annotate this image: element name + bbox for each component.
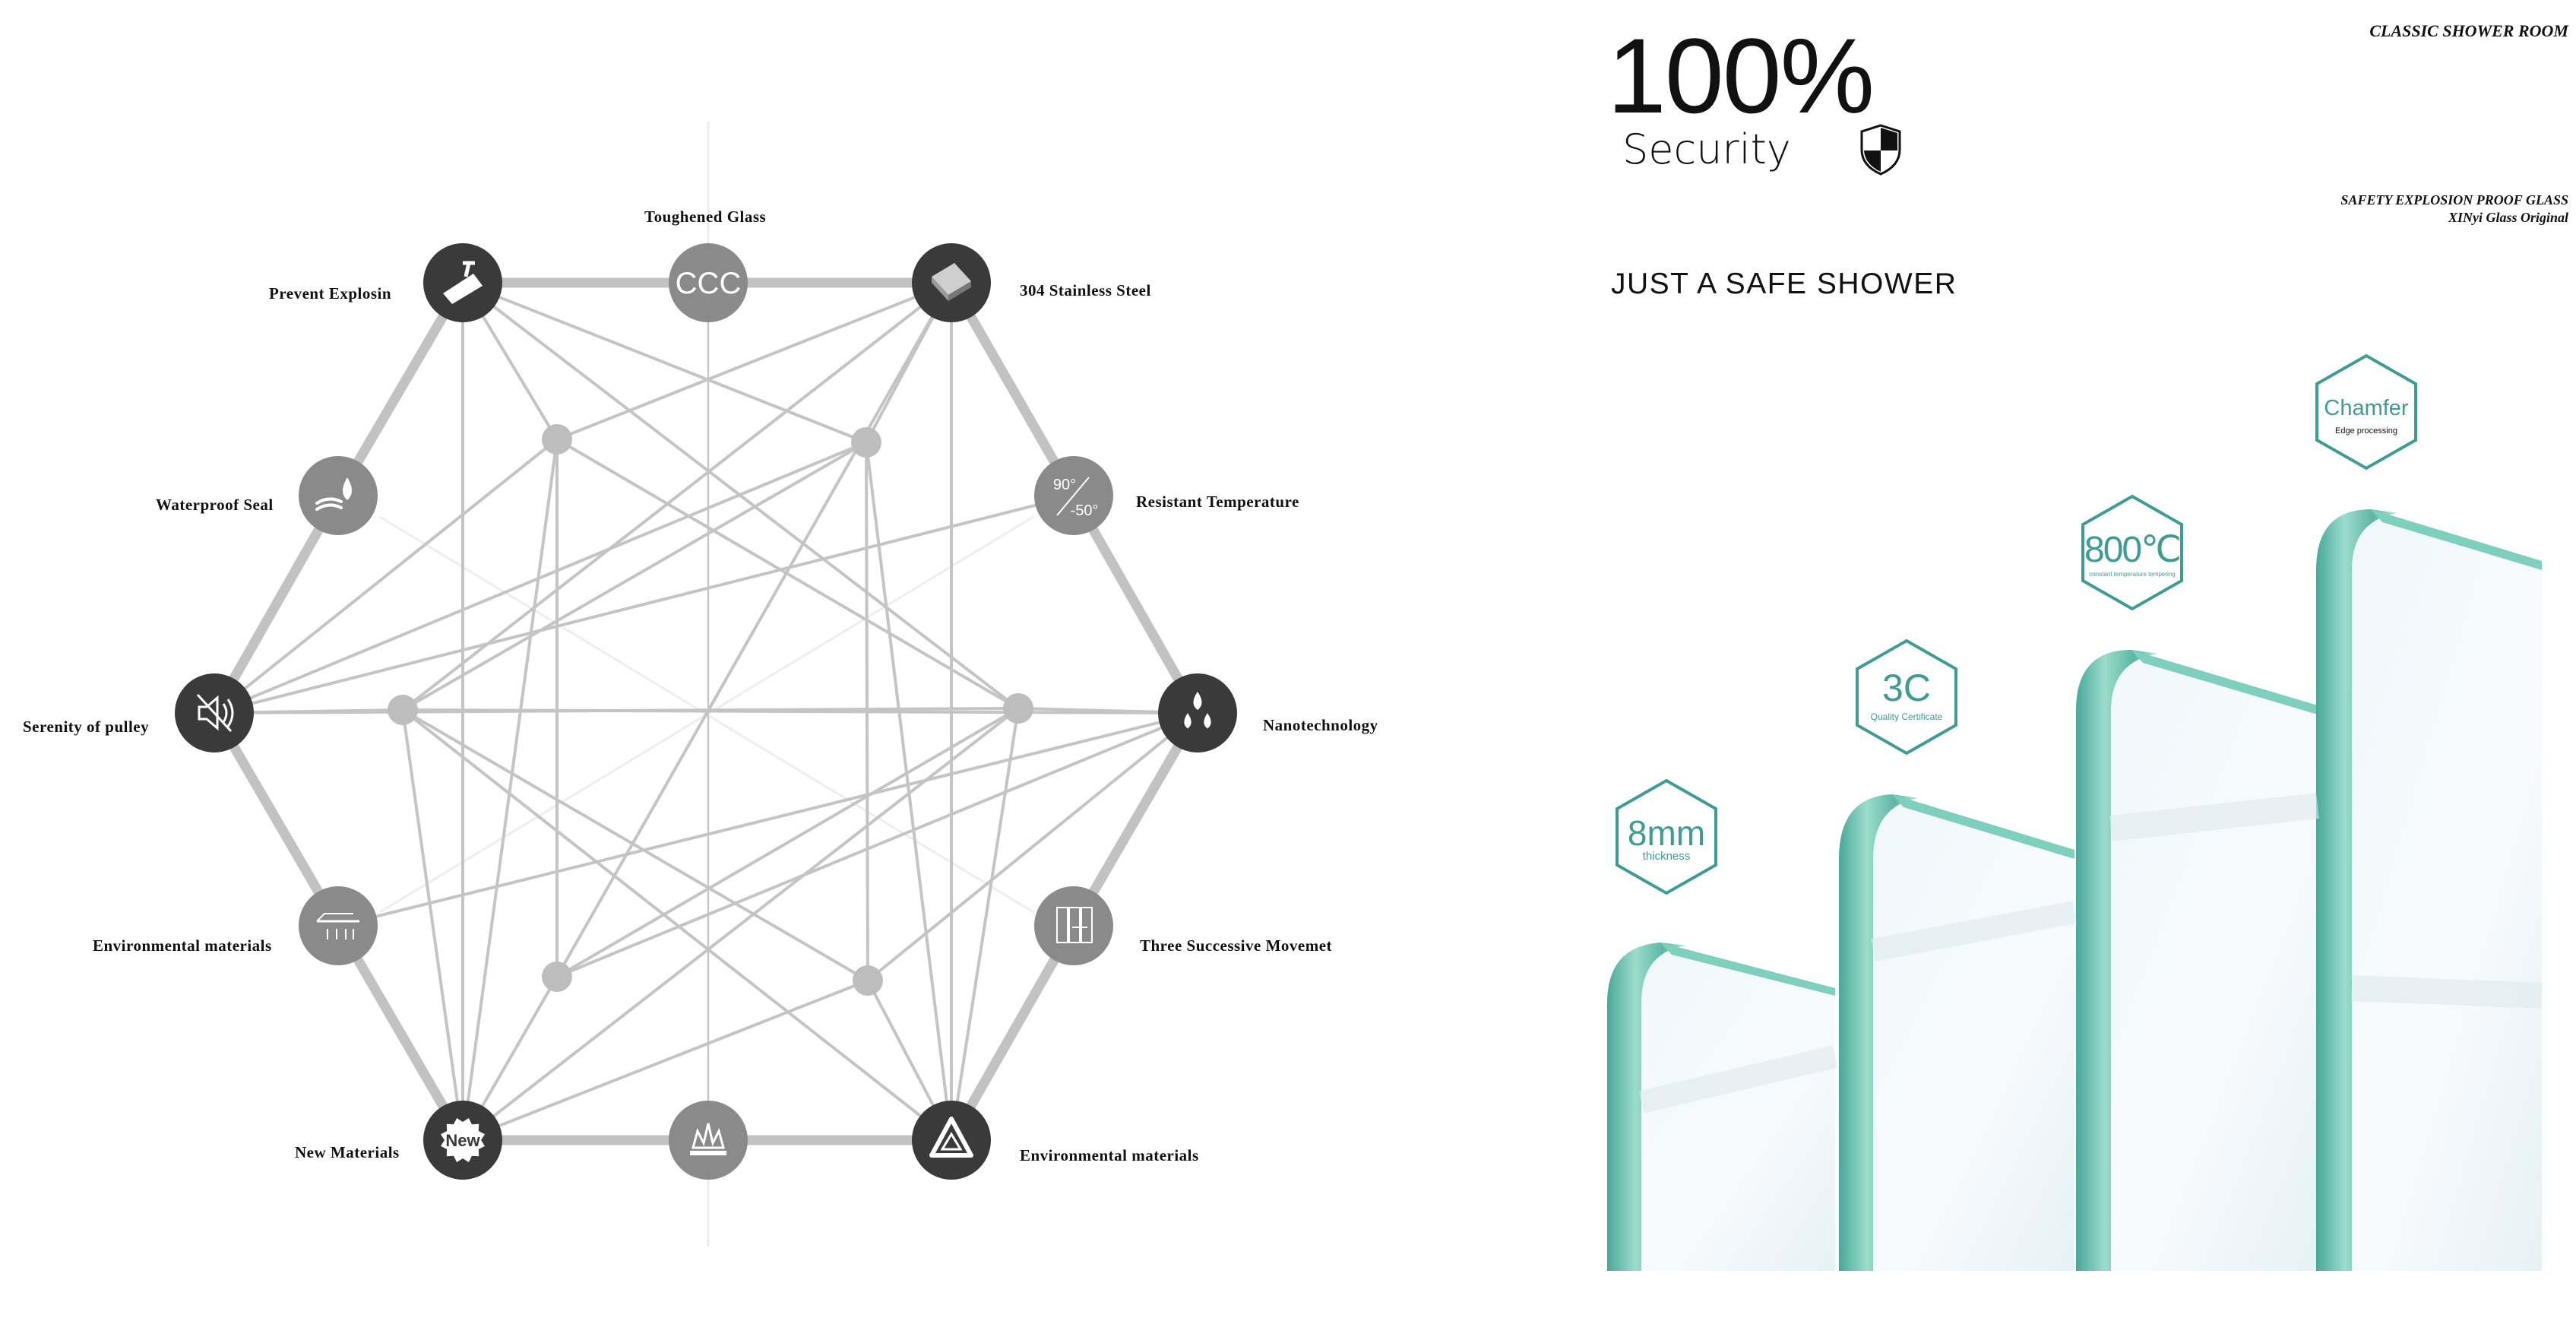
temperature-icon: 90° -50°: [1053, 477, 1099, 519]
svg-text:CCC: CCC: [676, 267, 742, 300]
steel-bar-icon: [932, 263, 971, 301]
label-prevent-explosion: Prevent Explosin: [269, 284, 392, 303]
badge-3c-sub: Quality Certificate: [1871, 711, 1943, 722]
percent-headline: 100%: [1607, 16, 1875, 135]
label-stainless-steel: 304 Stainless Steel: [1020, 281, 1151, 299]
brand-title: CLASSIC SHOWER ROOM: [2369, 21, 2568, 40]
node-nanotechnology: [1158, 673, 1237, 752]
glass-panels-illustration: 8mm thickness 3C Quality Certificate 800…: [1607, 353, 2543, 1271]
label-three-movement: Three Successive Movemet: [1140, 936, 1333, 955]
inner-dot-6: [853, 965, 883, 996]
crown-icon: [690, 1123, 726, 1155]
inner-dot-5: [542, 962, 572, 992]
inner-dot-1: [542, 424, 572, 455]
security-block: 100% Security: [1607, 16, 1901, 176]
badge-8mm-main: 8mm: [1628, 813, 1705, 853]
svg-text:90°: 90°: [1053, 477, 1076, 493]
rain-icon: [316, 913, 359, 939]
badge-800c-main: 800℃: [2084, 530, 2180, 570]
security-word: Security: [1622, 125, 1791, 173]
node-new-materials: New: [423, 1101, 502, 1180]
label-waterproof-seal: Waterproof Seal: [156, 496, 274, 514]
node-toughened-glass: CCC: [669, 243, 748, 322]
node-stainless-steel: [912, 243, 991, 322]
glass-pane-2: [1839, 794, 2074, 1271]
node-environmental-materials-right: [912, 1101, 991, 1180]
label-serenity-pulley: Serenity of pulley: [23, 718, 150, 736]
water-drops-icon: [1184, 692, 1211, 729]
ccc-icon: CCC: [676, 267, 742, 300]
shield-icon: [1860, 124, 1901, 176]
badge-800c: 800℃ constant temperature tempering: [2081, 494, 2183, 611]
inner-dots: [388, 424, 1033, 996]
label-environmental-materials-right: Environmental materials: [1020, 1146, 1199, 1164]
badge-3c-main: 3C: [1882, 667, 1931, 709]
glass-pane-4: [2316, 509, 2542, 1271]
label-toughened-glass: Toughened Glass: [644, 208, 767, 226]
node-bottom-center: [669, 1101, 748, 1180]
feature-diagram: CCC 90° -50° New Toughened Glass 304 Stainl…: [23, 122, 1378, 1247]
node-three-movement: [1034, 886, 1113, 965]
node-prevent-explosion: [423, 243, 502, 322]
label-resistant-temperature: Resistant Temperature: [1136, 493, 1299, 511]
inner-dot-3: [388, 695, 418, 725]
node-serenity-pulley: [175, 673, 254, 752]
badge-chamfer: Chamfer Edge processing: [2315, 353, 2417, 470]
svg-text:New: New: [445, 1131, 480, 1150]
badge-3c: 3C Quality Certificate: [1856, 638, 1957, 756]
diagram-canvas: CCC 90° -50° New: [175, 122, 1237, 1247]
recycle-icon: [929, 1117, 973, 1158]
hand-drop-icon: [315, 477, 352, 511]
inner-dot-4: [1003, 693, 1033, 724]
inner-dot-2: [851, 427, 881, 458]
outer-ring: [210, 277, 1202, 1145]
promo-panel: 8mm thickness 3C Quality Certificate 800…: [1535, 0, 2576, 1318]
safety-note: SAFETY EXPLOSION PROOF GLASS XINyi Glass…: [2340, 192, 2568, 227]
badge-chamfer-main: Chamfer: [2324, 396, 2409, 420]
badge-800c-sub: constant temperature tempering: [2089, 571, 2175, 578]
new-badge-icon: New: [441, 1118, 485, 1162]
label-environmental-materials-left: Environmental materials: [93, 936, 272, 955]
glass-pane-1: [1607, 943, 1835, 1271]
badge-8mm: 8mm thickness: [1616, 778, 1717, 895]
node-environmental-materials-left: [299, 886, 378, 965]
mute-icon: [196, 693, 234, 733]
badge-8mm-sub: thickness: [1643, 850, 1691, 863]
feature-nodes: CCC 90° -50° New: [175, 243, 1237, 1180]
safety-line-1: SAFETY EXPLOSION PROOF GLASS: [2340, 192, 2568, 208]
node-waterproof-seal: [299, 456, 378, 535]
connector-lines: [213, 281, 1199, 1142]
node-resistant-temperature: 90° -50°: [1034, 456, 1113, 535]
sliding-panels-icon: [1056, 907, 1093, 943]
hammer-glass-icon: [443, 261, 483, 304]
tagline: JUST A SAFE SHOWER: [1611, 268, 1957, 300]
label-new-materials: New Materials: [295, 1143, 400, 1161]
label-nanotechnology: Nanotechnology: [1263, 716, 1378, 734]
svg-text:-50°: -50°: [1071, 502, 1099, 519]
badge-chamfer-sub: Edge processing: [2335, 426, 2397, 436]
glass-pane-3: [2076, 650, 2318, 1271]
safety-line-2: XINyi Glass Original: [2448, 210, 2568, 225]
